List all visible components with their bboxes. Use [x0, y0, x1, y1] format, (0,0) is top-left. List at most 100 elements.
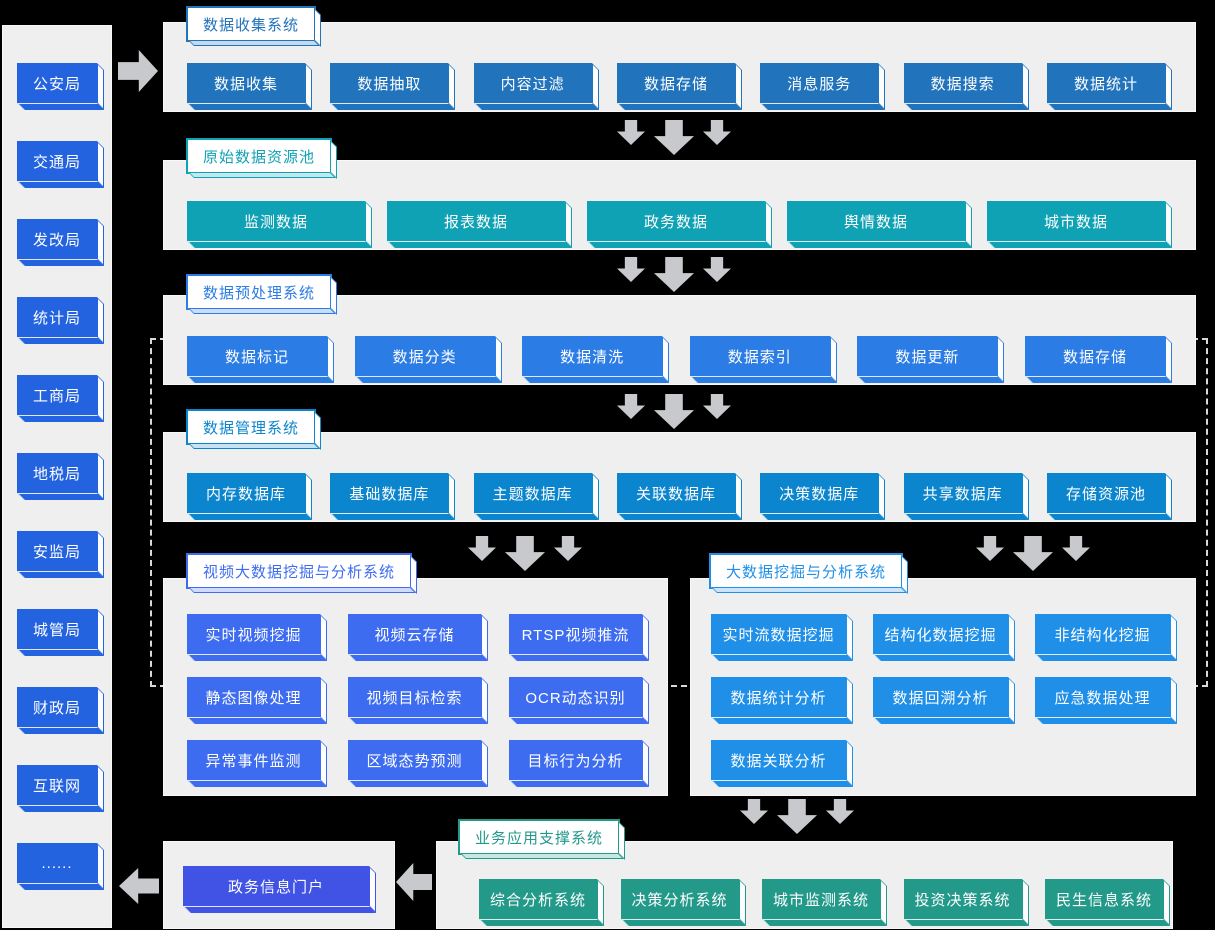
down-arrow-icon: [654, 394, 694, 429]
collect-button-2[interactable]: 数据抽取: [330, 63, 449, 103]
video-mining-button-2[interactable]: 视频云存储: [348, 614, 481, 654]
sidebar-source-button-4[interactable]: 统计局: [17, 297, 97, 337]
preprocess-button-1[interactable]: 数据标记: [187, 336, 327, 376]
bigdata-mining-title-tag: 大数据挖掘与分析系统: [709, 553, 904, 589]
database-button-3[interactable]: 主题数据库: [473, 473, 592, 513]
down-arrow-icon: [703, 394, 731, 419]
preprocess-button-5[interactable]: 数据更新: [857, 336, 998, 376]
manage-system-title-tag: 数据管理系统: [186, 409, 317, 445]
flow-down-arrows-4-left: [468, 536, 582, 571]
sidebar-source-button-6[interactable]: 地税局: [17, 453, 97, 493]
bigdata-mining-items: 实时流数据挖掘结构化数据挖掘非结构化挖掘数据统计分析数据回溯分析应急数据处理数据…: [711, 614, 1195, 780]
sidebar-source-button-1[interactable]: 公安局: [17, 63, 97, 103]
raw-data-button-4[interactable]: 舆情数据: [787, 201, 965, 241]
manage-system-panel: 数据管理系统 内存数据库基础数据库主题数据库关联数据库决策数据库共享数据库存储资…: [163, 409, 1196, 522]
video-mining-items: 实时视频挖掘视频云存储 RTSP视频推流静态图像处理视频目标检索 OCR动态识别异常…: [187, 614, 667, 780]
sidebar-items: 公安局交通局发改局统计局工商局地税局安监局城管局财政局互联网......: [3, 26, 111, 927]
manage-items: 内存数据库基础数据库主题数据库关联数据库决策数据库共享数据库存储资源池: [164, 433, 1195, 513]
preprocess-button-2[interactable]: 数据分类: [354, 336, 495, 376]
video-mining-button-8[interactable]: 区域态势预测: [348, 740, 481, 780]
app-system-button-4[interactable]: 投资决策系统: [903, 879, 1022, 919]
collect-button-1[interactable]: 数据收集: [187, 63, 305, 103]
flow-down-arrows-1: [617, 120, 731, 155]
down-arrow-icon: [703, 120, 731, 145]
collect-button-7[interactable]: 数据统计: [1046, 63, 1165, 103]
video-mining-title-tag: 视频大数据挖掘与分析系统: [186, 553, 413, 589]
database-button-6[interactable]: 共享数据库: [903, 473, 1022, 513]
app-system-button-3[interactable]: 城市监测系统: [762, 879, 880, 919]
app-system-button-5[interactable]: 民生信息系统: [1045, 879, 1163, 919]
database-button-4[interactable]: 关联数据库: [616, 473, 735, 513]
down-arrow-icon: [617, 394, 645, 419]
flow-down-arrows-3: [617, 394, 731, 429]
app-system-button-1[interactable]: 综合分析系统: [479, 879, 597, 919]
preprocess-button-6[interactable]: 数据存储: [1024, 336, 1165, 376]
portal-wrap: 政务信息门户: [164, 842, 394, 906]
video-mining-button-3[interactable]: RTSP视频推流: [509, 614, 642, 654]
preprocess-button-4[interactable]: 数据索引: [689, 336, 830, 376]
bigdata-mining-button-6[interactable]: 应急数据处理: [1035, 677, 1170, 717]
sidebar-source-button-3[interactable]: 发改局: [17, 219, 97, 259]
bigdata-mining-button-4[interactable]: 数据统计分析: [711, 677, 846, 717]
database-button-5[interactable]: 决策数据库: [760, 473, 879, 513]
portal-panel: 政务信息门户: [163, 841, 395, 929]
video-mining-button-4[interactable]: 静态图像处理: [187, 677, 320, 717]
video-mining-button-9[interactable]: 目标行为分析: [509, 740, 642, 780]
sidebar-source-button-8[interactable]: 城管局: [17, 609, 97, 649]
flow-left-arrow-portal-to-sidebar: [119, 868, 159, 904]
apps-items: 综合分析系统决策分析系统城市监测系统投资决策系统民生信息系统: [437, 842, 1172, 919]
preprocess-system-panel: 数据预处理系统 数据标记数据分类数据清洗数据索引数据更新数据存储: [163, 274, 1196, 385]
sidebar-source-button-7[interactable]: 安监局: [17, 531, 97, 571]
bigdata-mining-button-3[interactable]: 非结构化挖掘: [1035, 614, 1170, 654]
collect-button-4[interactable]: 数据存储: [616, 63, 735, 103]
collect-button-6[interactable]: 数据搜索: [903, 63, 1022, 103]
sidebar-source-button-5[interactable]: 工商局: [17, 375, 97, 415]
database-button-1[interactable]: 内存数据库: [187, 473, 305, 513]
video-mining-panel: 视频大数据挖掘与分析系统 实时视频挖掘视频云存储 RTSP视频推流静态图像处理视频…: [163, 553, 668, 796]
database-button-2[interactable]: 基础数据库: [330, 473, 449, 513]
raw-data-button-3[interactable]: 政务数据: [587, 201, 765, 241]
right-arrow-icon: [118, 50, 158, 92]
bigdata-mining-panel: 大数据挖掘与分析系统 实时流数据挖掘结构化数据挖掘非结构化挖掘数据统计分析数据回…: [690, 553, 1196, 796]
bigdata-mining-button-1[interactable]: 实时流数据挖掘: [711, 614, 846, 654]
down-arrow-icon: [976, 536, 1004, 561]
flow-down-arrows-5: [740, 799, 854, 834]
portal-button[interactable]: 政务信息门户: [183, 866, 369, 906]
raw-data-button-1[interactable]: 监测数据: [187, 201, 365, 241]
collect-button-3[interactable]: 内容过滤: [473, 63, 592, 103]
video-mining-button-6[interactable]: OCR动态识别: [509, 677, 642, 717]
bigdata-mining-button-7[interactable]: 数据关联分析: [711, 740, 846, 780]
preprocess-button-3[interactable]: 数据清洗: [522, 336, 663, 376]
sidebar-source-button-10[interactable]: 互联网: [17, 765, 97, 805]
raw-data-items: 监测数据报表数据政务数据舆情数据城市数据: [164, 161, 1195, 241]
sidebar-source-button-2[interactable]: 交通局: [17, 141, 97, 181]
down-arrow-icon: [468, 536, 496, 561]
down-arrow-icon: [654, 257, 694, 292]
raw-data-button-5[interactable]: 城市数据: [987, 201, 1165, 241]
video-mining-button-1[interactable]: 实时视频挖掘: [187, 614, 320, 654]
preprocess-system-title-tag: 数据预处理系统: [186, 274, 333, 310]
flow-right-arrow: [118, 50, 158, 92]
sidebar-source-button-11[interactable]: ......: [17, 843, 97, 883]
database-button-7[interactable]: 存储资源池: [1046, 473, 1165, 513]
preprocess-items: 数据标记数据分类数据清洗数据索引数据更新数据存储: [164, 296, 1195, 376]
video-mining-button-7[interactable]: 异常事件监测: [187, 740, 320, 780]
bigdata-mining-button-5[interactable]: 数据回溯分析: [873, 677, 1008, 717]
down-arrow-icon: [505, 536, 545, 571]
down-arrow-icon: [826, 799, 854, 824]
app-system-button-2[interactable]: 决策分析系统: [620, 879, 739, 919]
collect-items: 数据收集数据抽取内容过滤数据存储消息服务数据搜索数据统计: [164, 23, 1195, 103]
collect-button-5[interactable]: 消息服务: [760, 63, 879, 103]
sidebar-source-button-9[interactable]: 财政局: [17, 687, 97, 727]
collect-system-title-tag: 数据收集系统: [186, 6, 317, 42]
raw-data-button-2[interactable]: 报表数据: [387, 201, 565, 241]
video-mining-button-5[interactable]: 视频目标检索: [348, 677, 481, 717]
raw-data-pool-panel: 原始数据资源池 监测数据报表数据政务数据舆情数据城市数据: [163, 138, 1196, 250]
down-arrow-icon: [777, 799, 817, 834]
down-arrow-icon: [554, 536, 582, 561]
down-arrow-icon: [617, 257, 645, 282]
down-arrow-icon: [1013, 536, 1053, 571]
bigdata-mining-button-2[interactable]: 结构化数据挖掘: [873, 614, 1008, 654]
flow-down-arrows-4-right: [976, 536, 1090, 571]
down-arrow-icon: [617, 120, 645, 145]
